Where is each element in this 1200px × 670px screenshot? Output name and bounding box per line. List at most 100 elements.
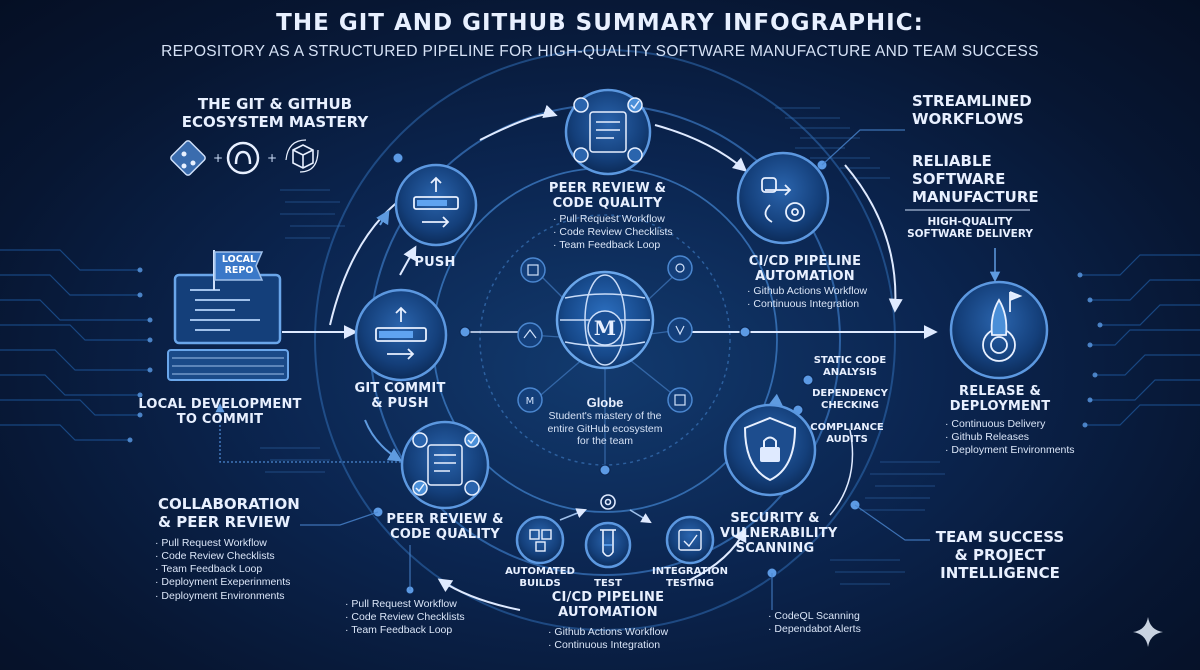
list-item: Code Review Checklists [155, 550, 325, 563]
dependency-checking: DEPENDENCY CHECKING [808, 388, 892, 411]
dep-line1: DEPENDENCY [812, 388, 888, 399]
peer-top-line1: PEER REVIEW & [548, 181, 667, 196]
collab-title-line1: COLLABORATION [158, 495, 300, 513]
collab-title-line2: & PEER REVIEW [158, 513, 291, 531]
streamlined-line1: STREAMLINED [912, 92, 1032, 110]
comp-line1: COMPLIANCE [810, 422, 884, 433]
integration-line1: INTEGRATION [651, 566, 729, 577]
bottom-cicd-line1: CI/CD PIPELINE [551, 590, 665, 605]
github-icon [226, 141, 260, 175]
ecosystem-title-line1: THE GIT & GITHUB [197, 95, 353, 113]
release-list: Continuous Delivery Github Releases Depl… [945, 418, 1085, 457]
globe-desc-line3: for the team [576, 435, 634, 448]
push-label: PUSH [414, 255, 456, 270]
package-icon [285, 139, 319, 173]
list-item: Code Review Checklists [553, 226, 693, 239]
globe-description: Student's mastery of the entire GitHub e… [540, 410, 670, 448]
cicd-top-line2: AUTOMATION [755, 268, 855, 284]
list-item: Deployment Environments [945, 444, 1085, 457]
list-item: Pull Request Workflow [345, 598, 485, 611]
code-texture [260, 107, 945, 585]
pipeline-gear-icon [600, 494, 616, 510]
git-commit-label: GIT COMMIT & PUSH [340, 381, 460, 412]
peer-review-bottom-label: PEER REVIEW & CODE QUALITY [385, 512, 505, 543]
circuit-traces-right [1080, 254, 1200, 426]
bottom-cicd-label: CI/CD PIPELINE AUTOMATION [548, 590, 668, 621]
svg-text:M: M [526, 396, 535, 407]
team-line1: TEAM SUCCESS [935, 528, 1065, 546]
automated-builds-label: AUTOMATED BUILDS [505, 566, 575, 589]
security-line1: SECURITY & [730, 511, 820, 526]
high-quality-delivery: HIGH-QUALITY SOFTWARE DELIVERY [905, 216, 1035, 240]
reliable-sub-line1: HIGH-QUALITY [927, 216, 1013, 228]
list-item: Team Feedback Loop [345, 624, 485, 637]
cicd-top-list: Github Actions Workflow Continuous Integ… [747, 285, 887, 311]
integration-testing-label: INTEGRATION TESTING [648, 566, 732, 589]
list-item: CodeQL Scanning [768, 610, 888, 623]
team-line2: & PROJECT [954, 546, 1046, 564]
circuit-traces-left [0, 249, 150, 441]
dep-line2: CHECKING [821, 399, 879, 411]
reliable-line3: MANUFACTURE [912, 188, 1039, 206]
reliable-line2: SOFTWARE [912, 170, 1006, 188]
satellite-nodes [517, 255, 693, 413]
static-code-analysis: STATIC CODE ANALYSIS [810, 355, 890, 378]
release-line1: RELEASE & [958, 384, 1042, 399]
svg-text:+: + [213, 151, 223, 165]
integration-line2: TESTING [666, 577, 714, 589]
reliable-software-manufacture: RELIABLE SOFTWARE MANUFACTURE [912, 152, 1092, 206]
builds-line2: BUILDS [519, 577, 561, 589]
commit-label-line1: GIT COMMIT [354, 381, 446, 396]
globe-desc-line1: Student's mastery of the [548, 410, 662, 422]
list-item: Team Feedback Loop [155, 563, 325, 576]
security-list: CodeQL Scanning Dependabot Alerts [768, 610, 888, 636]
list-item: Dependabot Alerts [768, 623, 888, 636]
collaboration-title: COLLABORATION & PEER REVIEW [158, 495, 318, 531]
team-success: TEAM SUCCESS & PROJECT INTELLIGENCE [930, 528, 1070, 582]
test-tube-icon [600, 529, 616, 557]
commit-icon [375, 306, 427, 360]
peer-review-bottom-icon [412, 432, 480, 496]
push-icon [413, 176, 459, 228]
list-item: Continuous Integration [747, 298, 887, 311]
cicd-top-line1: CI/CD PIPELINE [748, 254, 862, 269]
globe-letter: M [593, 316, 617, 340]
bottom-cicd-line2: AUTOMATION [558, 604, 658, 620]
builds-line1: AUTOMATED [505, 566, 575, 577]
security-line2: VULNERABILITY [720, 525, 838, 541]
svg-text:+: + [267, 151, 277, 165]
integration-icon [678, 529, 702, 551]
collaboration-list: Pull Request Workflow Code Review Checkl… [155, 537, 325, 603]
peer-review-bottom-list: Pull Request Workflow Code Review Checkl… [345, 598, 485, 637]
release-line2: DEPLOYMENT [949, 398, 1051, 414]
list-item: Team Feedback Loop [553, 239, 693, 252]
list-item: Pull Request Workflow [553, 213, 693, 226]
ecosystem-title-line2: ECOSYSTEM MASTERY [181, 113, 369, 131]
sparkle-icon [1133, 617, 1163, 647]
peer-bottom-line2: CODE QUALITY [390, 526, 500, 542]
streamlined-line2: WORKFLOWS [912, 110, 1024, 128]
shield-icon [743, 416, 797, 482]
globe-node [555, 270, 655, 370]
test-label: TEST [594, 578, 622, 589]
local-repo-flag: LOCAL REPO [221, 254, 257, 276]
release-deployment-label: RELEASE & DEPLOYMENT [940, 384, 1060, 415]
list-item: Deployment Environments [155, 590, 325, 603]
peer-review-top-label: PEER REVIEW & CODE QUALITY [540, 181, 675, 212]
security-label: SECURITY & VULNERABILITY SCANNING [720, 511, 838, 557]
comp-line2: AUDITS [826, 433, 868, 445]
commit-label-line2: & PUSH [371, 395, 429, 411]
list-item: Deployment Exeperinments [155, 576, 325, 589]
ecosystem-title: THE GIT & GITHUB ECOSYSTEM MASTERY [175, 95, 375, 131]
peer-review-icon [573, 97, 643, 163]
list-item: Github Actions Workflow [548, 626, 688, 639]
list-item: Github Actions Workflow [747, 285, 887, 298]
reliable-sub-line2: SOFTWARE DELIVERY [907, 228, 1033, 241]
list-item: Pull Request Workflow [155, 537, 325, 550]
builds-icon [529, 529, 552, 552]
security-line3: SCANNING [735, 540, 815, 556]
cicd-top-label: CI/CD PIPELINE AUTOMATION [745, 254, 865, 285]
page-title: THE GIT AND GITHUB SUMMARY INFOGRAPHIC: [276, 10, 924, 36]
local-label-line2: TO COMMIT [176, 411, 264, 427]
